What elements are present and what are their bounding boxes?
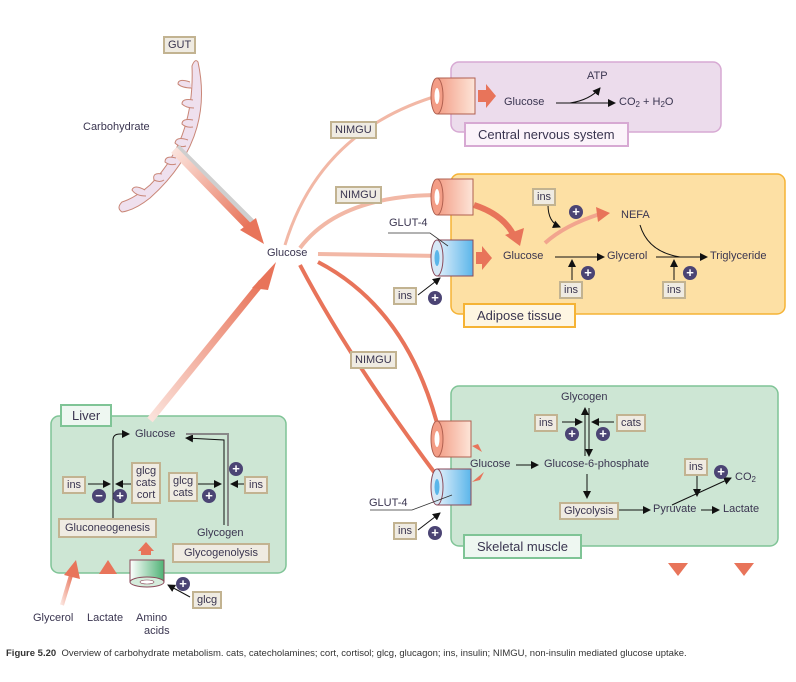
- plus-icon: +: [176, 577, 190, 591]
- adipose-triglyceride-label: Triglyceride: [710, 250, 767, 262]
- cns-title: Central nervous system: [464, 122, 629, 147]
- gut-tag: GUT: [163, 36, 197, 54]
- plus-icon: +: [683, 266, 697, 280]
- glucose-to-cns-curve: [283, 93, 441, 246]
- liver-ins-right-tag: ins: [244, 476, 269, 494]
- adipose-nimgu-arrowhead: [505, 228, 524, 246]
- liver-glcg-transporter-tag: glcg: [192, 591, 223, 609]
- liver-title: Liver: [60, 404, 113, 427]
- plus-icon: +: [581, 266, 595, 280]
- central-glucose-label: Glucose: [267, 247, 308, 259]
- plus-icon: +: [202, 489, 216, 503]
- muscle-pyruvate-out-arrow: [668, 520, 688, 576]
- liver-glycogen-label: Glycogen: [197, 527, 244, 539]
- liver-to-glucose-arrow: [147, 262, 276, 423]
- carbohydrate-label: Carbohydrate: [83, 121, 150, 133]
- adipose-glucose-label: Glucose: [503, 250, 544, 262]
- muscle-box: [450, 385, 779, 547]
- adipose-glucose-nefa-arrow: [543, 212, 601, 245]
- muscle-pyruvate-label: Pyruvate: [653, 503, 697, 515]
- figure-caption: Figure 5.20 Overview of carbohydrate met…: [6, 647, 792, 660]
- liver-amino-acid-transporter-icon: [129, 559, 165, 588]
- liver-gluconeogenesis-tag: Gluconeogenesis: [58, 518, 158, 538]
- figure-label: Figure 5.20: [6, 648, 57, 659]
- adipose-ins-nefa-tag: ins: [532, 188, 557, 206]
- muscle-glut4-pointer-line: [370, 494, 453, 511]
- plus-icon: +: [565, 427, 579, 441]
- adipose-ins-transporter-tag: ins: [393, 287, 418, 305]
- liver-glycogen-glucose-arrow: [185, 434, 225, 525]
- gut-to-glucose-arrow: [171, 144, 264, 244]
- muscle-ins-transporter-tag: ins: [393, 522, 418, 540]
- substrate-glycerol-label: Glycerol: [33, 612, 74, 624]
- adipose-ins-nefa-arrow: [547, 204, 561, 228]
- muscle-cats-glycogen-tag: cats: [616, 414, 647, 432]
- adipose-glut4-transporter-icon: [430, 239, 492, 277]
- cns-nimgu-transporter-icon: [430, 77, 496, 115]
- muscle-co2-label: CO2: [735, 471, 756, 484]
- plus-icon: +: [569, 205, 583, 219]
- adipose-nimgu-transporter-icon: [430, 178, 474, 216]
- plus-icon: +: [596, 427, 610, 441]
- plus-icon: +: [428, 526, 442, 540]
- liver-glycogenolysis-tag: Glycogenolysis: [172, 543, 270, 563]
- nimgu-tag-cns: NIMGU: [330, 121, 377, 139]
- glucose-to-glut4-curve: [317, 252, 441, 258]
- substrate-acids-label: acids: [144, 625, 170, 637]
- plus-icon: +: [113, 489, 127, 503]
- muscle-glut4-transporter-icon: [430, 468, 484, 506]
- glycerol-in-arrow: [60, 560, 80, 606]
- muscle-ins-transporter-arrow: [417, 512, 441, 531]
- amino-acids-in-arrow: [138, 542, 154, 555]
- nimgu-tag-muscle: NIMGU: [350, 351, 397, 369]
- cns-glucose-label: Glucose: [504, 96, 545, 108]
- muscle-lactate-out-arrow: [734, 520, 754, 576]
- plus-icon: +: [229, 462, 243, 476]
- adipose-title: Adipose tissue: [463, 303, 576, 328]
- liver-gluconeogenesis-glucose-arrow: [112, 430, 130, 518]
- liver-glucose-label: Glucose: [135, 428, 176, 440]
- glut4-pointer-line: [388, 232, 449, 247]
- adipose-ins-transporter-arrow: [417, 277, 441, 296]
- cns-atp-label: ATP: [587, 70, 608, 82]
- adipose-box: [450, 173, 786, 315]
- adipose-glut4-label: GLUT-4: [389, 217, 428, 229]
- adipose-nefa-tg-arrow: [639, 224, 681, 258]
- adipose-nefa-label: NEFA: [621, 209, 650, 221]
- muscle-title: Skeletal muscle: [463, 534, 583, 559]
- lactate-in-arrow: [99, 560, 117, 605]
- plus-icon: +: [714, 465, 728, 479]
- muscle-pyruvate-co2-arrow: [671, 477, 732, 506]
- liver-glucose-glycogen-arrow: [186, 433, 229, 526]
- muscle-ins-pyruvate-tag: ins: [684, 458, 709, 476]
- substrate-amino-label: Amino: [136, 612, 168, 624]
- figure-caption-text: Overview of carbohydrate metabolism. cat…: [61, 648, 687, 659]
- muscle-lactate-label: Lactate: [723, 503, 760, 515]
- plus-icon: +: [428, 291, 442, 305]
- muscle-nimgu-transporter-icon: [430, 420, 482, 458]
- muscle-glycolysis-tag: Glycolysis: [559, 502, 619, 520]
- glucose-to-adipose-curve: [298, 193, 441, 250]
- adipose-glycerol-label: Glycerol: [607, 250, 648, 262]
- nimgu-tag-adipose: NIMGU: [335, 186, 382, 204]
- muscle-g6p-label: Glucose-6-phosphate: [544, 458, 650, 470]
- adipose-ins-glycerol-tag: ins: [559, 281, 584, 299]
- muscle-glucose-label: Glucose: [470, 458, 511, 470]
- glucose-to-muscle-curve: [317, 260, 442, 436]
- substrate-lactate-label: Lactate: [87, 612, 124, 624]
- muscle-glut4-label: GLUT-4: [369, 497, 408, 509]
- liver-glcg-transporter-arrow: [167, 584, 191, 598]
- minus-icon: −: [92, 489, 106, 503]
- cns-product-label: CO2 + H2O: [619, 96, 674, 109]
- liver-ins-left-tag: ins: [62, 476, 87, 494]
- muscle-glycogen-label: Glycogen: [561, 391, 608, 403]
- adipose-nefa-arrowhead: [596, 207, 610, 222]
- cns-atp-arrow: [569, 87, 601, 104]
- muscle-ins-glycogen-tag: ins: [534, 414, 559, 432]
- intestine-icon: [118, 60, 202, 213]
- adipose-ins-tg-tag: ins: [662, 281, 687, 299]
